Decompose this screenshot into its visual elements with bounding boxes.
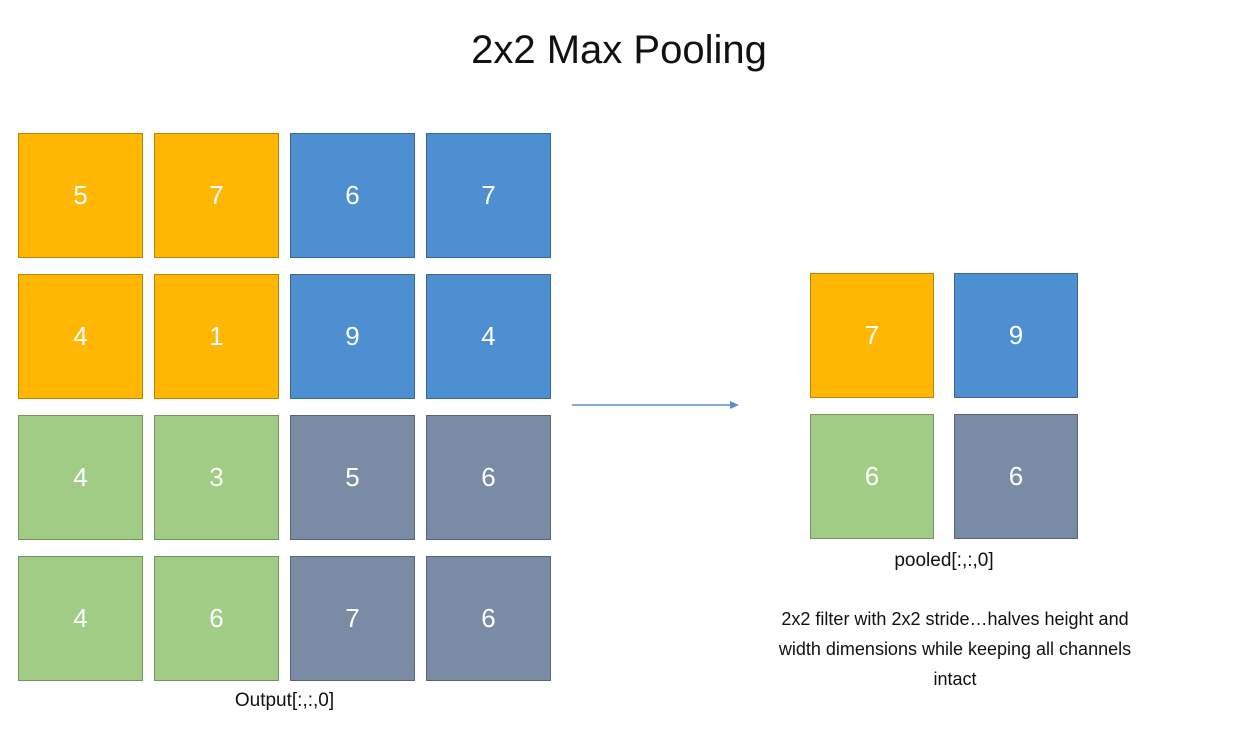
input-cell: 1	[154, 274, 279, 399]
description-line: intact	[933, 669, 977, 689]
input-cell: 3	[154, 415, 279, 540]
input-cell: 6	[290, 133, 415, 258]
pooled-cell: 7	[810, 273, 934, 398]
input-cell: 7	[154, 133, 279, 258]
input-cell: 5	[290, 415, 415, 540]
input-cell: 4	[18, 415, 143, 540]
input-cell: 4	[426, 274, 551, 399]
input-cell: 6	[154, 556, 279, 681]
pooled-cell: 6	[954, 414, 1078, 539]
input-caption: Output[:,:,0]	[234, 690, 335, 711]
page-title: 2x2 Max Pooling	[471, 28, 767, 72]
description: 2x2 filter with 2x2 stride…halves height…	[700, 604, 1210, 694]
input-cell: 6	[426, 415, 551, 540]
input-cell: 6	[426, 556, 551, 681]
input-cell: 7	[290, 556, 415, 681]
arrow-right-icon	[572, 401, 739, 409]
input-cell: 7	[426, 133, 551, 258]
input-cell: 5	[18, 133, 143, 258]
description-line: 2x2 filter with 2x2 stride…halves height…	[781, 609, 1129, 629]
pooled-cell: 9	[954, 273, 1078, 398]
input-cell: 4	[18, 274, 143, 399]
input-cell: 4	[18, 556, 143, 681]
pooled-caption: pooled[:,:,0]	[894, 550, 994, 571]
input-cell: 9	[290, 274, 415, 399]
pooled-cell: 6	[810, 414, 934, 539]
description-line: width dimensions while keeping all chann…	[778, 639, 1132, 659]
